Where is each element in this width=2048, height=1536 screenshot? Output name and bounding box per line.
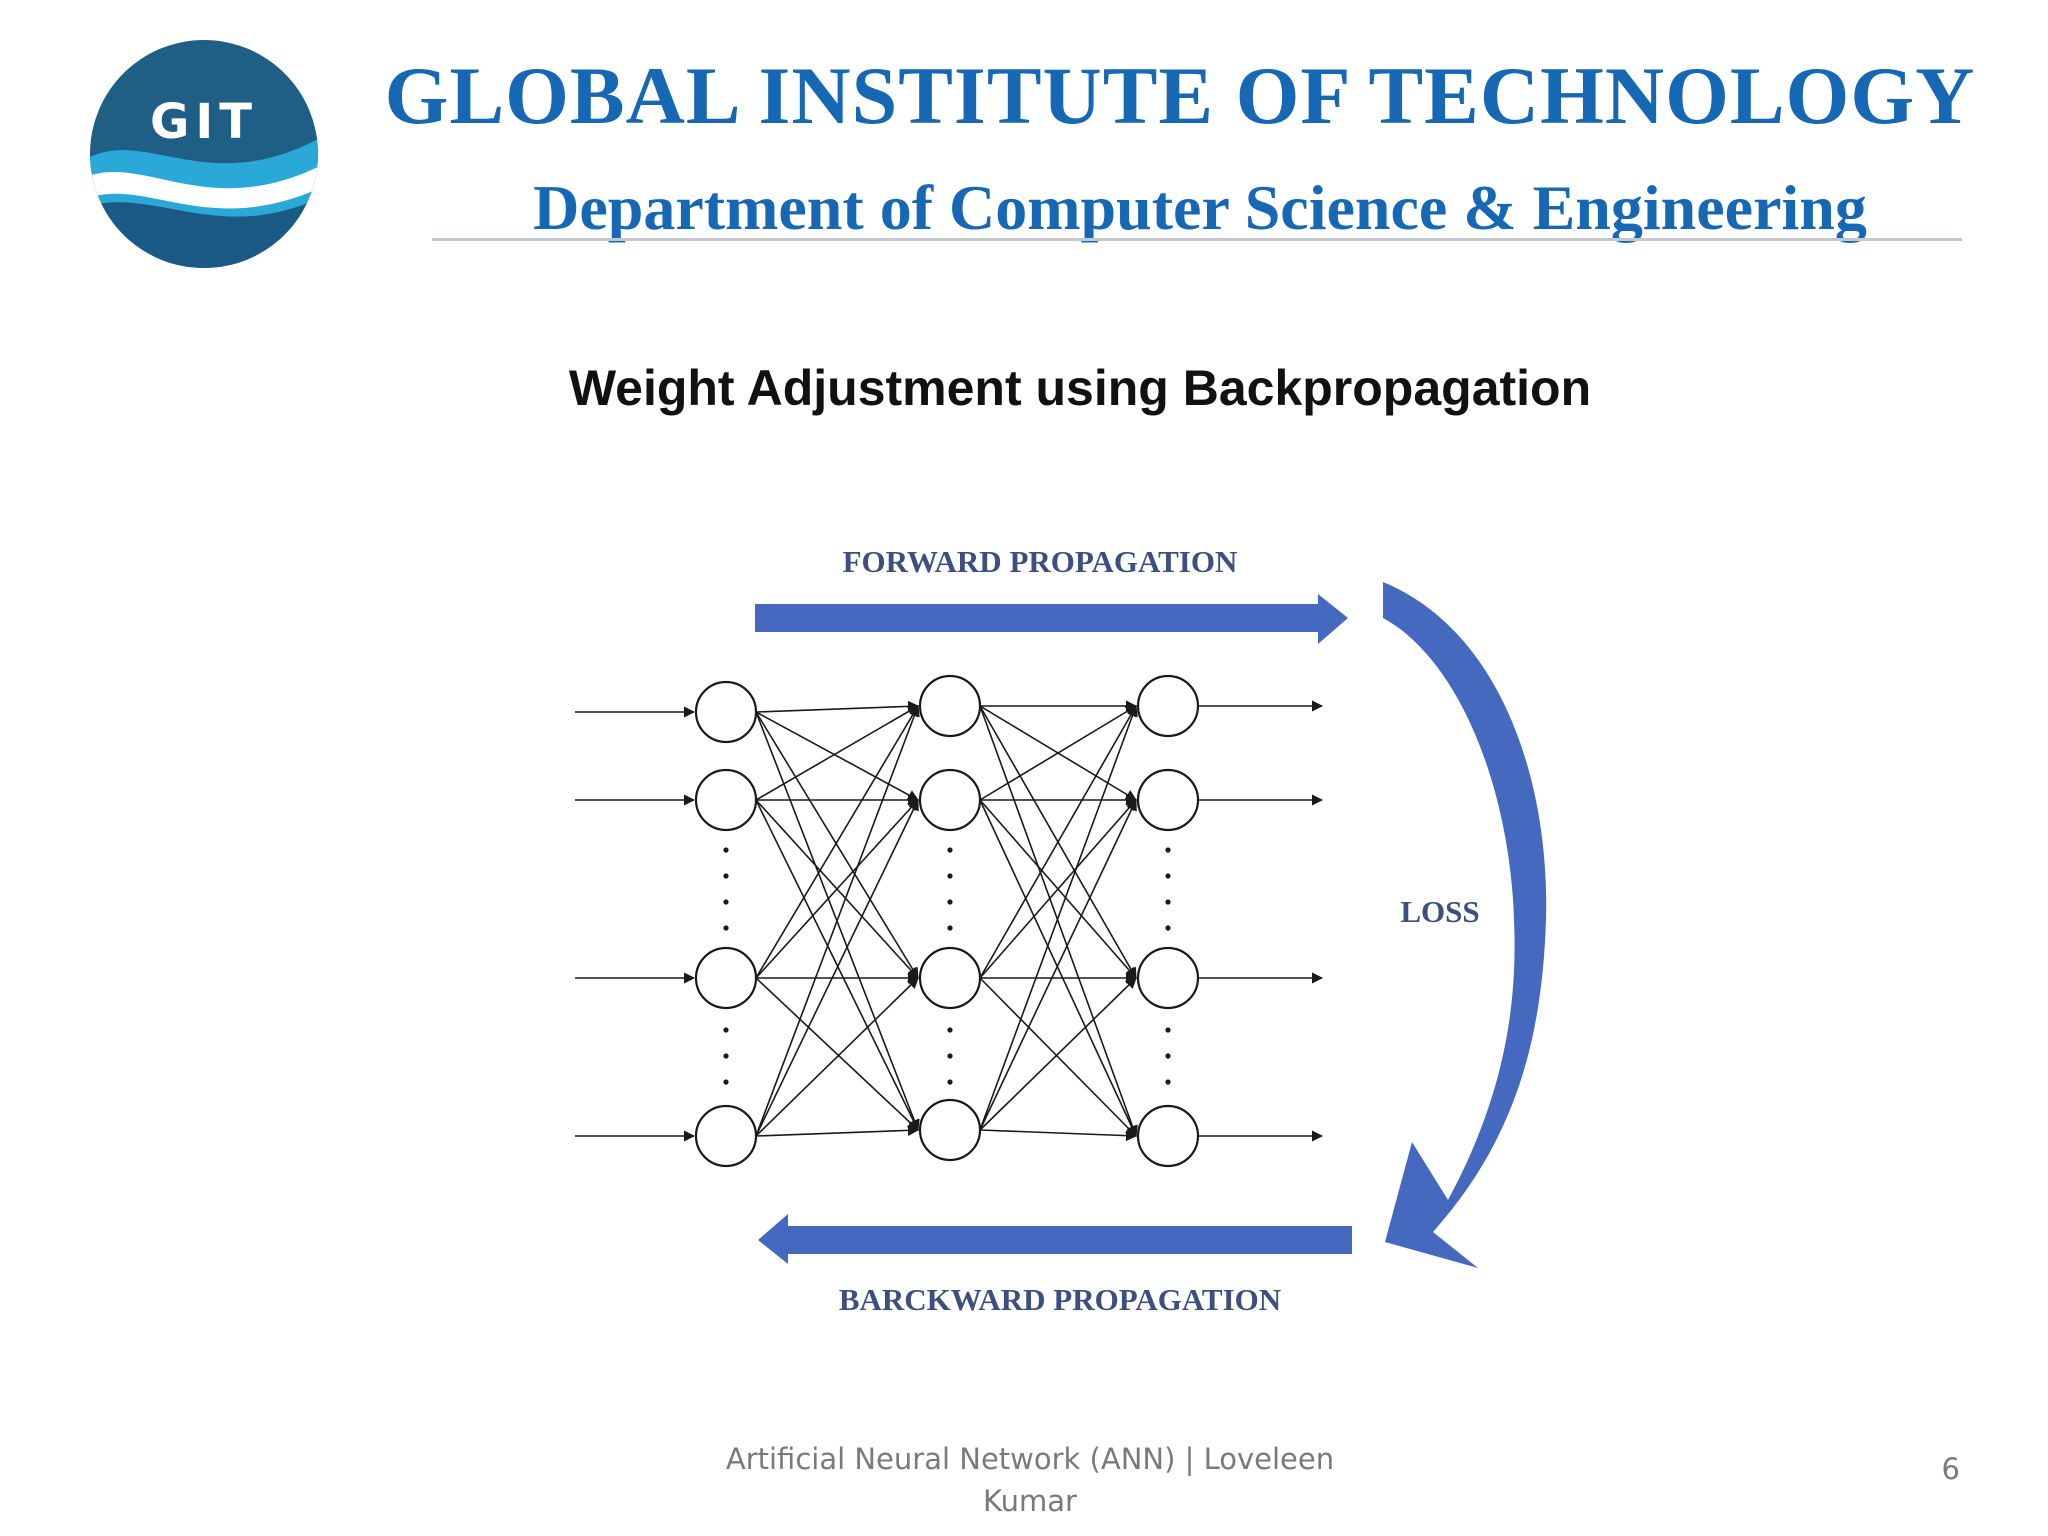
ellipsis-dot (723, 873, 729, 879)
ellipsis-dot (947, 1079, 953, 1085)
neuron-node (694, 946, 758, 1010)
neuron-node (694, 1104, 758, 1168)
ellipsis-dot (947, 847, 953, 853)
connection-edge (979, 705, 1137, 979)
neuron-node (1136, 674, 1200, 738)
neuron-node (1136, 946, 1200, 1010)
connection-edge (755, 799, 919, 1132)
loss-label: LOSS (1400, 894, 1479, 929)
connection-edge (979, 799, 1137, 979)
ellipsis-dot (947, 1027, 953, 1033)
neuron-node (1136, 1104, 1200, 1168)
connection-edge (755, 977, 919, 1137)
ellipsis-dot (723, 1027, 729, 1033)
ellipsis-dot (1165, 1079, 1171, 1085)
git-logo: GIT (88, 38, 320, 270)
network-edges (575, 700, 1324, 1142)
ellipsis-dots (723, 847, 1171, 1085)
ellipsis-dot (1165, 873, 1171, 879)
backward-arrow (758, 1214, 1352, 1264)
connection-edge (979, 977, 1137, 1137)
ellipsis-dot (1165, 899, 1171, 905)
network-nodes (694, 674, 1200, 1168)
neuron-node (918, 674, 982, 738)
footer-text: Artificial Neural Network (ANN) | Lovele… (725, 1442, 1335, 1518)
ellipsis-dot (947, 899, 953, 905)
ellipsis-dot (723, 899, 729, 905)
connection-edge (755, 705, 919, 801)
connection-edge (979, 1129, 1138, 1142)
ellipsis-dot (1165, 847, 1171, 853)
neuron-node (694, 768, 758, 832)
connection-edge (979, 705, 1137, 801)
institute-title: GLOBAL INSTITUTE OF TECHNOLOGY (384, 50, 1976, 141)
connection-edge (979, 705, 1138, 1138)
title-underline (432, 238, 1962, 241)
ellipsis-dot (1165, 1053, 1171, 1059)
neuron-node (918, 946, 982, 1010)
slide-title: Weight Adjustment using Backpropagation (568, 360, 1592, 416)
neuron-node (694, 680, 758, 744)
connection-edge (755, 700, 920, 713)
connection-edge (755, 704, 920, 1137)
connection-edge (755, 977, 919, 1131)
connection-edge (755, 711, 919, 979)
connection-edge (979, 799, 1137, 1138)
department-title: Department of Computer Science & Enginee… (533, 172, 1867, 243)
connection-edge (755, 1124, 920, 1137)
connection-edge (755, 798, 919, 1137)
ellipsis-dot (723, 1053, 729, 1059)
ellipsis-dot (1165, 925, 1171, 931)
page-number: 6 (1941, 1452, 1960, 1486)
ellipsis-dot (723, 847, 729, 853)
backward-propagation-label: BARCKWARD PROPAGATION (839, 1282, 1281, 1317)
backpropagation-diagram: FORWARD PROPAGATION LOSS BARCKWARD PROPA… (575, 544, 1547, 1317)
ellipsis-dot (723, 1079, 729, 1085)
connection-edge (755, 711, 919, 801)
logo-text: GIT (150, 94, 258, 150)
loss-curved-arrow (1383, 582, 1547, 1268)
neuron-node (918, 768, 982, 832)
connection-edge (755, 705, 919, 979)
ellipsis-dot (947, 1053, 953, 1059)
ellipsis-dot (1165, 1027, 1171, 1033)
ellipsis-dot (947, 925, 953, 931)
connection-edge (979, 704, 1138, 1131)
neuron-node (1136, 768, 1200, 832)
ellipsis-dot (723, 925, 729, 931)
connection-edge (979, 798, 1137, 1131)
connection-edge (755, 799, 919, 979)
neuron-node (918, 1098, 982, 1162)
connection-edge (979, 977, 1137, 1131)
forward-arrow (755, 594, 1348, 644)
forward-propagation-label: FORWARD PROPAGATION (843, 544, 1238, 579)
ellipsis-dot (947, 873, 953, 879)
